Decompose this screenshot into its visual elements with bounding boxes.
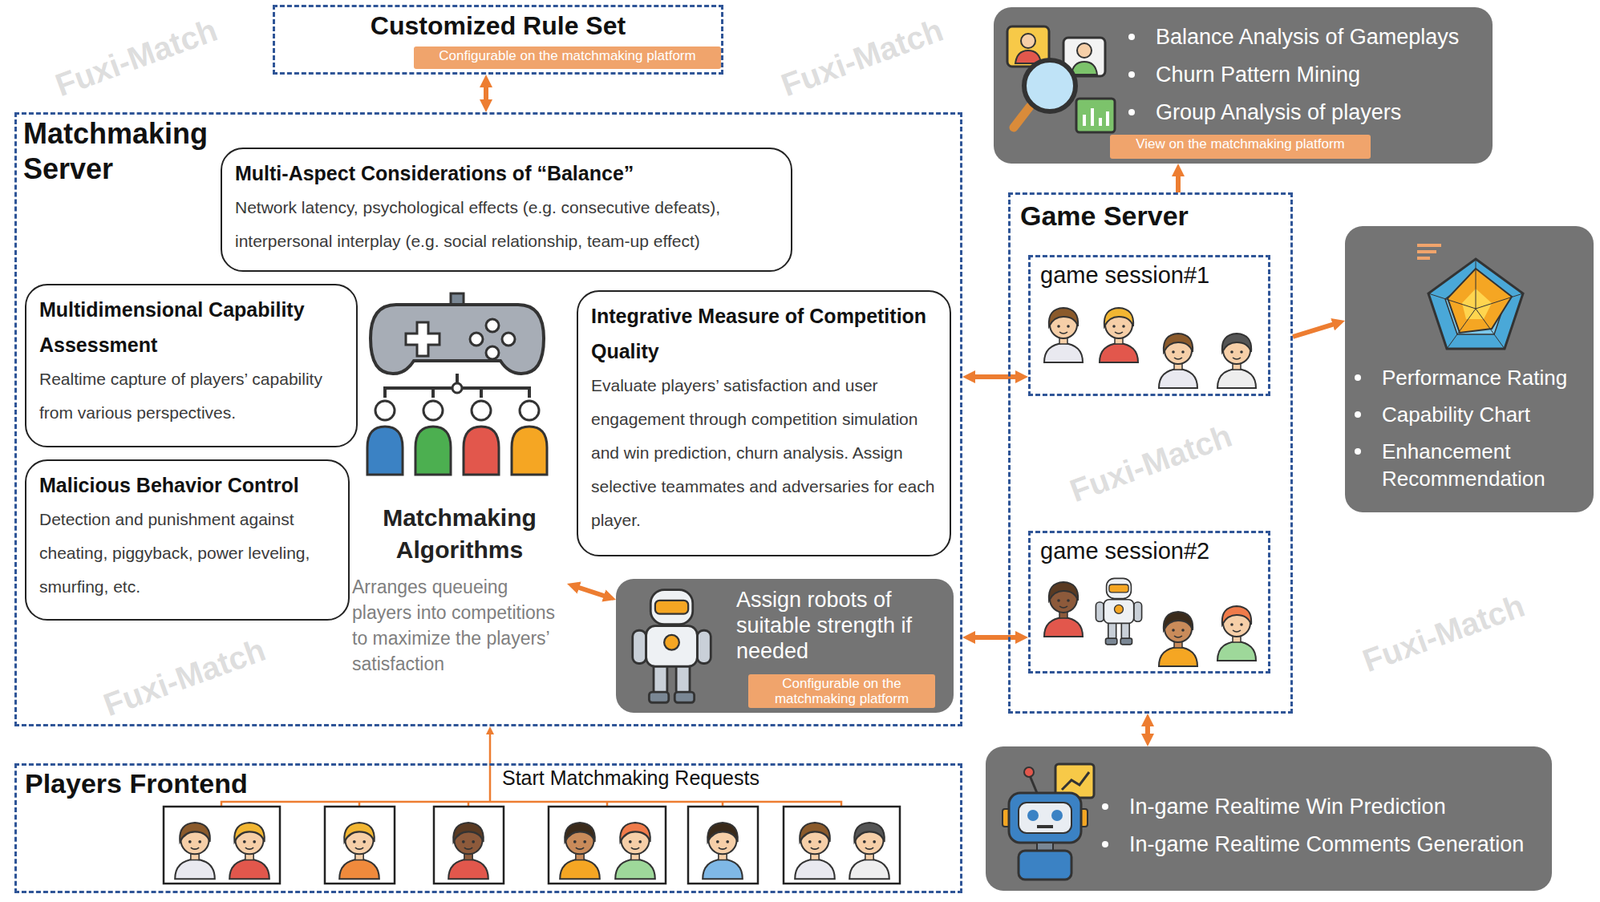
callout-bubble: Integrative Measure of Competition Quali… xyxy=(576,290,952,557)
analysis-icon xyxy=(1005,24,1123,138)
dashed-region: Multi-Aspect Considerations of “Balance”… xyxy=(14,112,963,727)
dashed-region: Configurable on the matchmaking platform… xyxy=(272,4,724,75)
callout-bubble: Multi-Aspect Considerations of “Balance”… xyxy=(220,147,793,272)
player-frames xyxy=(163,806,900,884)
list-item: In-game Realtime Comments Generation xyxy=(1095,830,1544,859)
text-block: Matchmaking AlgorithmsArranges queueing … xyxy=(352,495,568,677)
region-title: Game Server xyxy=(1020,199,1281,232)
flow-arrow xyxy=(968,635,1022,640)
dashed-region: Players Frontend xyxy=(14,763,963,894)
watermark: Fuxi-Match xyxy=(50,12,223,104)
capability-chart-icon xyxy=(1415,240,1532,361)
callout-bubble: Malicious Behavior ControlDetection and … xyxy=(24,459,350,621)
watermark: Fuxi-Match xyxy=(1065,417,1237,510)
session-title: game session#1 xyxy=(1040,260,1259,290)
bubble-body: Evaluate players’ satisfaction and user … xyxy=(591,368,937,538)
region-title: Players Frontend xyxy=(24,767,952,800)
badge-text: Configurable on the matchmaking platform xyxy=(753,676,931,707)
flow-arrow xyxy=(573,585,611,598)
grey-panel: In-game Realtime Win PredictionIn-game R… xyxy=(985,746,1552,892)
watermark: Fuxi-Match xyxy=(98,631,271,724)
list-item: Capability Chart xyxy=(1348,401,1588,429)
request-branches xyxy=(221,763,842,807)
list-item: Balance Analysis of Gameplays xyxy=(1122,23,1485,52)
bubble-heading: Integrative Measure of Competition Quali… xyxy=(591,298,937,369)
config-badge: Configurable on the matchmaking platform xyxy=(748,674,936,709)
gamepad-icon xyxy=(367,293,547,475)
algorithm-note: Arranges queueing players into competiti… xyxy=(352,574,568,677)
robot-icon xyxy=(621,585,722,706)
flow-arrow xyxy=(968,374,1022,380)
list-item: Churn Pattern Mining xyxy=(1122,60,1485,90)
session-players xyxy=(1044,307,1256,667)
bubble-body: Network latency, psychological effects (… xyxy=(234,190,778,259)
bubble-heading: Malicious Behavior Control xyxy=(39,467,336,503)
badge-text: Configurable on the matchmaking platform xyxy=(418,48,717,64)
session-title: game session#2 xyxy=(1040,536,1259,566)
config-badge: View on the matchmaking platform xyxy=(1109,134,1371,159)
queueing-players xyxy=(174,822,890,879)
region-title: Customized Rule Set xyxy=(283,10,713,41)
bubble-body: Realtime capture of players’ capability … xyxy=(39,362,344,430)
bubble-heading: Multi-Aspect Considerations of “Balance” xyxy=(234,155,778,191)
flow-arrow xyxy=(489,730,492,764)
list-item: In-game Realtime Win Prediction xyxy=(1095,793,1544,822)
grey-panel: View on the matchmaking platform Balance … xyxy=(993,7,1493,164)
bubble-heading: Multidimensional Capability Assessment xyxy=(39,291,344,363)
list-item: Enhancement Recommendation xyxy=(1348,437,1588,493)
watermark: Fuxi-Match xyxy=(776,12,948,104)
flow-arrow xyxy=(1175,170,1181,193)
dashed-region: game session#1 xyxy=(1028,255,1271,397)
flow-arrow xyxy=(483,81,489,106)
edge-label: Start Matchmaking Requests xyxy=(498,766,763,790)
dashed-region: game session#1 game session#2 Game Server xyxy=(1008,192,1293,714)
dashed-region: game session#2 xyxy=(1028,530,1271,674)
flow-arrow xyxy=(1292,322,1339,337)
bubble-body: Detection and punishment against cheatin… xyxy=(39,502,336,604)
flow-arrow xyxy=(1145,720,1151,741)
region-title: Matchmaking Server xyxy=(23,116,216,187)
grey-panel: Performance RatingCapability ChartEnhanc… xyxy=(1344,226,1594,513)
algorithm-title: Matchmaking Algorithms xyxy=(352,502,568,567)
config-badge: Configurable on the matchmaking platform xyxy=(413,46,722,69)
grey-panel: Configurable on the matchmaking platform… xyxy=(615,579,954,713)
list-item: Performance Rating xyxy=(1348,364,1588,392)
watermark: Fuxi-Match xyxy=(1357,587,1530,680)
list-item: Group Analysis of players xyxy=(1122,98,1485,127)
panel-text: Assign robots of suitable strength if ne… xyxy=(736,587,944,665)
badge-text: View on the matchmaking platform xyxy=(1114,136,1366,152)
bot-icon xyxy=(1000,762,1102,884)
callout-bubble: Multidimensional Capability AssessmentRe… xyxy=(24,283,358,448)
